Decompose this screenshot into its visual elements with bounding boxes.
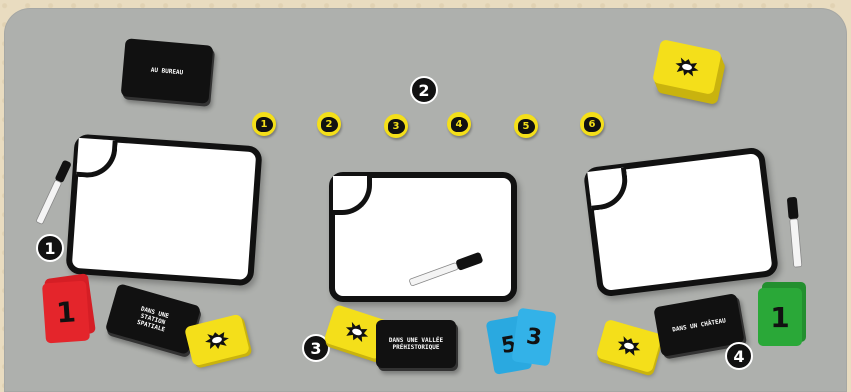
dry-erase-marker-left[interactable]: [28, 152, 78, 232]
location-deck-label: AU BUREAU: [150, 66, 183, 76]
number-token-2[interactable]: 2: [317, 112, 341, 136]
whiteboard-right[interactable]: [583, 146, 779, 297]
step-marker-1: 1: [36, 234, 64, 262]
number-token-1[interactable]: 1: [252, 112, 276, 136]
splat-icon: [614, 333, 645, 359]
whiteboard-corner: [76, 138, 118, 180]
location-deck[interactable]: AU BUREAU: [121, 38, 214, 103]
dry-erase-marker-right[interactable]: [780, 193, 810, 275]
dry-erase-marker-center[interactable]: [404, 250, 490, 290]
number-token-4[interactable]: 4: [447, 112, 471, 136]
location-card-center[interactable]: DANS UNE VALLÉE PRÉHISTORIQUE: [376, 320, 456, 368]
number-token-3[interactable]: 3: [384, 114, 408, 138]
whiteboard-left[interactable]: [65, 134, 262, 287]
red-score-card[interactable]: 1: [42, 281, 90, 344]
splat-icon: [202, 327, 232, 353]
whiteboard-corner: [333, 176, 372, 215]
splat-icon: [342, 318, 373, 345]
splat-icon: [672, 55, 702, 80]
number-token-5[interactable]: 5: [514, 114, 538, 138]
number-token-6[interactable]: 6: [580, 112, 604, 136]
whiteboard-corner: [587, 167, 630, 210]
blue-score-card-b[interactable]: 3: [511, 308, 556, 367]
step-marker-2: 2: [410, 76, 438, 104]
step-marker-4: 4: [725, 342, 753, 370]
green-score-card[interactable]: 1: [758, 288, 802, 346]
